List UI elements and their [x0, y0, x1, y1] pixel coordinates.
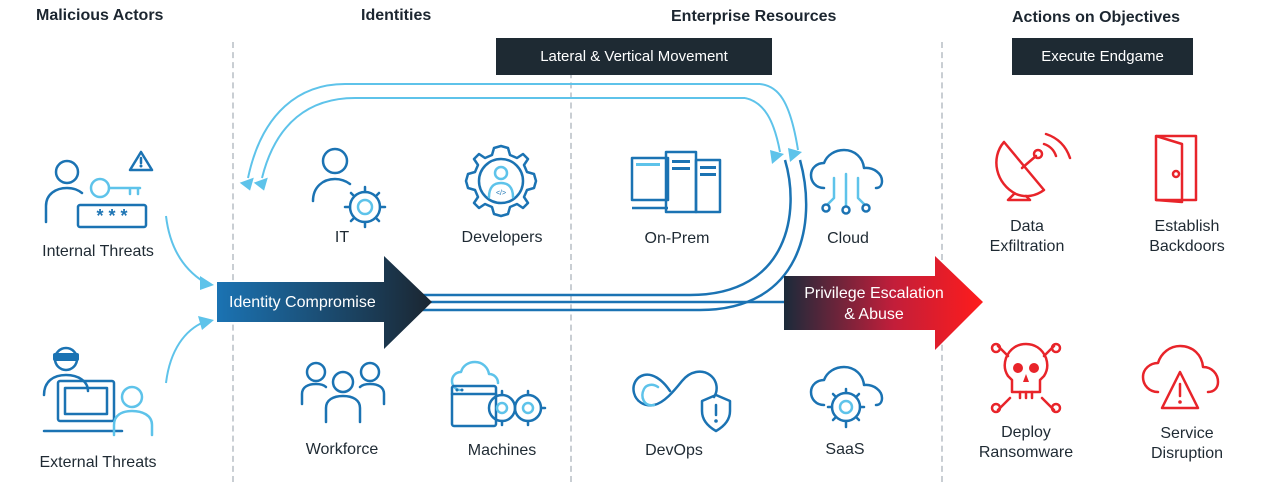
password-mask-text: * * *: [96, 206, 127, 226]
developers-label: Developers: [461, 229, 543, 246]
column-heading-actions-on-objectives: Actions on Objectives: [1012, 9, 1181, 26]
it-label: IT: [334, 229, 350, 246]
machines-label: Machines: [467, 442, 537, 459]
divider-identities-resources: [570, 42, 572, 482]
deploy-ransomware-line2: Ransomware: [978, 444, 1074, 461]
external-threats-label: External Threats: [39, 454, 157, 471]
establish-backdoors-line2: Backdoors: [1149, 238, 1225, 255]
data-exfiltration-label: Data Exfiltration: [990, 217, 1065, 257]
on-prem-label: On-Prem: [644, 230, 710, 247]
satellite-dish-icon: [995, 132, 1072, 202]
deploy-ransomware-line1: Deploy: [1001, 424, 1051, 441]
internal-threats-label: Internal Threats: [42, 243, 154, 260]
service-disruption-line2: Disruption: [1150, 445, 1224, 462]
user-gear-icon: [311, 147, 387, 229]
divider-resources-objectives: [941, 42, 943, 482]
column-heading-identities: Identities: [361, 7, 432, 24]
cloud-warning-icon: [1141, 344, 1220, 410]
svg-text:</>: </>: [496, 190, 506, 197]
column-heading-malicious-actors: Malicious Actors: [36, 7, 164, 24]
saas-label: SaaS: [825, 441, 865, 458]
cloud-circuit-icon: [809, 148, 884, 215]
privilege-escalation-line2: & Abuse: [844, 306, 904, 323]
cloud-gear-icon: [809, 365, 884, 429]
workforce-label: Workforce: [305, 441, 379, 458]
lateral-movement-pill: Lateral & Vertical Movement: [496, 38, 772, 75]
user-key-password-icon: * * *: [44, 150, 154, 229]
identity-compromise-label: Identity Compromise: [229, 294, 376, 311]
hacker-laptop-icon: [42, 346, 154, 437]
group-icon: [300, 361, 386, 424]
server-desktop-icon: [630, 150, 722, 214]
deploy-ransomware-label: Deploy Ransomware: [979, 423, 1073, 463]
developer-gear-icon: </>: [464, 144, 538, 218]
infinity-shield-icon: [632, 370, 732, 433]
divider-actors-identities: [232, 42, 234, 482]
machine-gears-icon: [450, 360, 547, 428]
privilege-escalation-line1: Privilege Escalation: [804, 285, 944, 302]
execute-endgame-pill: Execute Endgame: [1012, 38, 1193, 75]
column-heading-enterprise-resources: Enterprise Resources: [671, 8, 837, 25]
devops-label: DevOps: [645, 442, 703, 459]
data-exfiltration-line2: Exfiltration: [989, 238, 1065, 255]
cloud-label: Cloud: [827, 230, 869, 247]
skull-crossbones-icon: [990, 342, 1062, 414]
data-exfiltration-line1: Data: [1010, 218, 1044, 235]
door-icon: [1154, 134, 1198, 204]
service-disruption-line1: Service: [1160, 425, 1214, 442]
service-disruption-label: Service Disruption: [1151, 424, 1223, 464]
privilege-escalation-label: Privilege Escalation & Abuse: [792, 283, 956, 325]
establish-backdoors-line1: Establish: [1154, 218, 1220, 235]
establish-backdoors-label: Establish Backdoors: [1149, 217, 1225, 257]
